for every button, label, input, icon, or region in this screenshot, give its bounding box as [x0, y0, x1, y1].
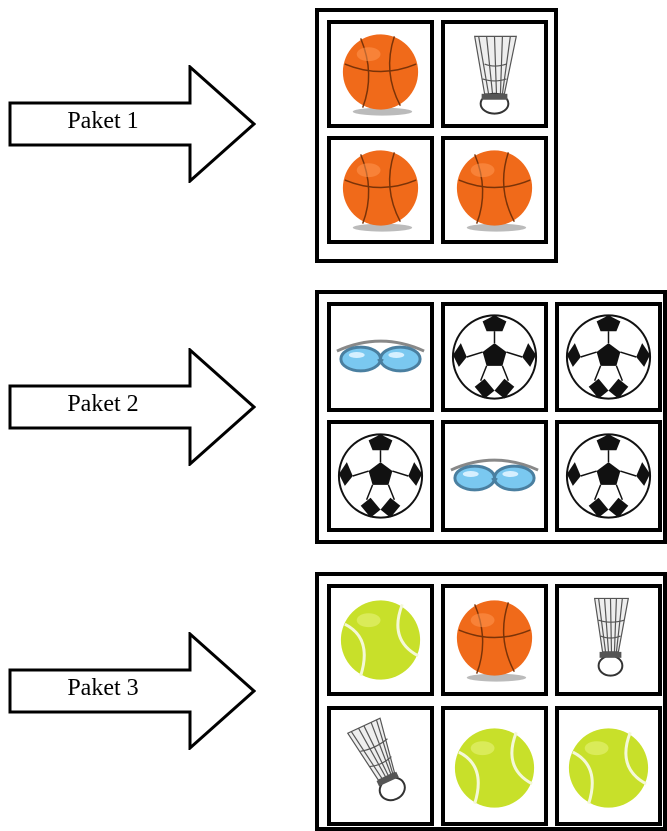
item-tennis-ball-icon — [327, 584, 434, 696]
item-basketball-icon — [441, 584, 548, 696]
arrow-paket-3: Paket 3 — [8, 632, 256, 750]
item-shuttlecock-icon — [327, 706, 434, 826]
item-basketball-icon — [327, 136, 434, 244]
item-soccer-ball-icon — [441, 302, 548, 412]
item-shuttlecock-icon — [441, 20, 548, 128]
package-box-2 — [315, 290, 667, 544]
item-soccer-ball-icon — [327, 420, 434, 532]
package-box-3 — [315, 572, 667, 831]
arrow-label: Paket 3 — [67, 675, 139, 701]
arrow-label: Paket 1 — [67, 108, 139, 134]
item-soccer-ball-icon — [555, 420, 662, 532]
item-tennis-ball-icon — [441, 706, 548, 826]
item-basketball-icon — [327, 20, 434, 128]
package-box-1 — [315, 8, 558, 263]
item-swim-goggles-icon — [327, 302, 434, 412]
item-basketball-icon — [441, 136, 548, 244]
arrow-paket-1: Paket 1 — [8, 65, 256, 183]
arrow-label: Paket 2 — [67, 391, 139, 417]
item-tennis-ball-icon — [555, 706, 662, 826]
item-swim-goggles-icon — [441, 420, 548, 532]
item-shuttlecock-icon — [555, 584, 662, 696]
arrow-paket-2: Paket 2 — [8, 348, 256, 466]
item-soccer-ball-icon — [555, 302, 662, 412]
